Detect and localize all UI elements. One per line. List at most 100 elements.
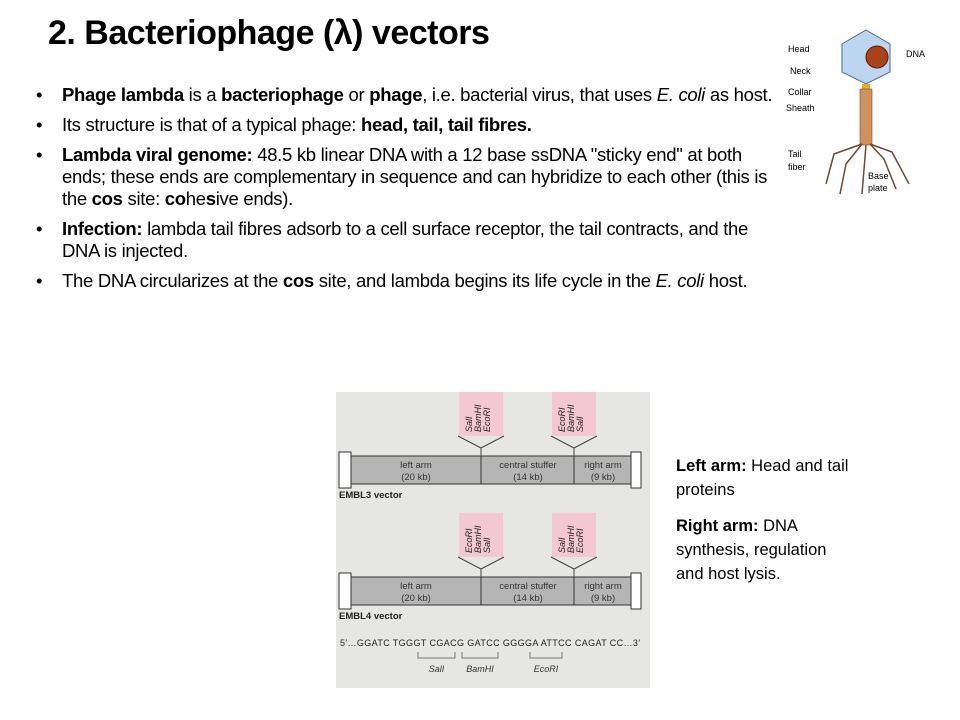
right-arm-note: Right arm: DNA synthesis, regulation and… [676,514,856,586]
right-segment-size: (9 kb) [591,472,615,483]
site-enzyme-label: SalI [575,416,585,432]
site-pointer [457,556,505,570]
phage-neck-shape [862,84,870,89]
bullet-item: Lambda viral genome: 48.5 kb linear DNA … [36,144,776,210]
bullet-text: Its structure is that of a typical phage… [62,114,361,135]
phage-sheath-shape [859,88,873,146]
site-enzyme-label: EcoRI [464,528,474,553]
label-collar: Collar [788,87,812,97]
left-arm-note: Left arm: Head and tail proteins [676,454,856,502]
label-base-2: plate [868,183,888,193]
label-head: Head [788,44,810,54]
bullet-text: , i.e. bacterial virus, that uses [422,84,657,105]
restriction-site-tag [552,392,596,436]
restriction-site-tag [459,513,503,557]
vector-name: EMBL4 vector [339,611,403,622]
arm-notes: Left arm: Head and tail proteins Right a… [676,454,856,598]
slide-title: 2. Bacteriophage (λ) vectors [48,14,490,52]
bullet-text: cos [282,270,314,291]
label-tail-fiber-1: Tail [788,149,802,159]
restriction-site-tag [459,392,503,436]
bullet-item: Phage lambda is a bacteriophage or phage… [36,84,776,106]
left-segment-label: left arm [400,581,432,592]
site-bracket [417,652,456,659]
vector-bar [349,455,633,485]
bullet-text: 48.5 kb linear DNA with a 12 base ssDNA … [62,144,768,209]
bullet-text: head, tail, tail fibres. [360,114,532,135]
left-segment-size: (20 kb) [401,593,431,604]
site-pointer [457,435,505,449]
phage-dna-shape [865,45,889,69]
bullet-text: Phage lambda [62,84,184,105]
bullet-text: site: [122,188,165,209]
site-bracket [461,652,499,659]
right-cos-end [630,572,642,610]
center-segment-label: central stuffer [499,581,556,592]
label-tail-fiber-2: fiber [788,162,806,172]
polylinker-sequence: 5′…GGATC TGGGT CGACG GATCC GGGGA ATTCC C… [340,638,640,648]
vector-bar [349,576,633,606]
label-sheath: Sheath [786,103,815,113]
left-cos-end [338,451,352,489]
right-cos-end [630,451,642,489]
bullet-text: or [343,84,370,105]
bullet-text: is a [183,84,222,105]
site-bracket [529,652,563,659]
site-enzyme-label: BamHI [473,404,483,432]
bracket-enzyme-label: SalI [429,664,445,674]
site-enzyme-label: BamHI [566,404,576,432]
phage-tail-fibers [825,143,910,195]
bullet-text: host. [703,270,748,291]
site-enzyme-label: EcoRI [482,407,492,432]
bullet-text: E. coli [656,84,706,105]
site-enzyme-label: SalI [482,537,492,553]
bullet-text: ive ends). [215,188,294,209]
right-arm-label: Right arm: [676,517,759,535]
bullet-text: as host. [705,84,773,105]
bullet-text: phage [369,84,423,105]
bullet-item: The DNA circularizes at the cos site, an… [36,270,776,292]
vector-name: EMBL3 vector [339,490,403,501]
bullet-item: Infection: lambda tail fibres adsorb to … [36,218,776,262]
bullet-text: E. coli [655,270,705,291]
site-enzyme-label: EcoRI [575,528,585,553]
bullet-text: site, and lambda begins its life cycle i… [313,270,656,291]
center-segment-label: central stuffer [499,460,556,471]
bullet-text: Lambda viral genome: [62,144,253,165]
bullet-text: cos [91,188,123,209]
right-segment-size: (9 kb) [591,593,615,604]
restriction-site-tag [552,513,596,557]
site-enzyme-label: BamHI [473,525,483,553]
bracket-enzyme-label: BamHI [466,664,494,674]
label-dna: DNA [906,49,925,59]
label-base-1: Base [868,171,889,181]
center-segment-size: (14 kb) [513,593,543,604]
bullet-text: co [164,188,186,209]
site-pointer [550,556,598,570]
bullet-list: Phage lambda is a bacteriophage or phage… [36,84,776,300]
site-pointer [550,435,598,449]
site-enzyme-label: EcoRI [557,407,567,432]
bullet-text: s [205,188,216,209]
right-segment-label: right arm [584,460,622,471]
bracket-enzyme-label: EcoRI [534,664,559,674]
bullet-text: bacteriophage [221,84,344,105]
left-segment-label: left arm [400,460,432,471]
site-enzyme-label: BamHI [566,525,576,553]
right-arm-text: DNA synthesis, regulation and host lysis… [676,517,827,583]
bullet-text: The DNA circularizes at the [62,270,283,291]
phage-diagram: Head Neck Collar Sheath Tail fiber DNA B… [786,29,925,195]
bullet-text: Infection: [62,218,143,239]
left-arm-label: Left arm: [676,457,747,475]
label-neck: Neck [790,66,811,76]
left-cos-end [338,572,352,610]
site-enzyme-label: SalI [557,537,567,553]
bullet-text: he [185,188,206,209]
left-segment-size: (20 kb) [401,472,431,483]
site-enzyme-label: SalI [464,416,474,432]
bullet-item: Its structure is that of a typical phage… [36,114,776,136]
